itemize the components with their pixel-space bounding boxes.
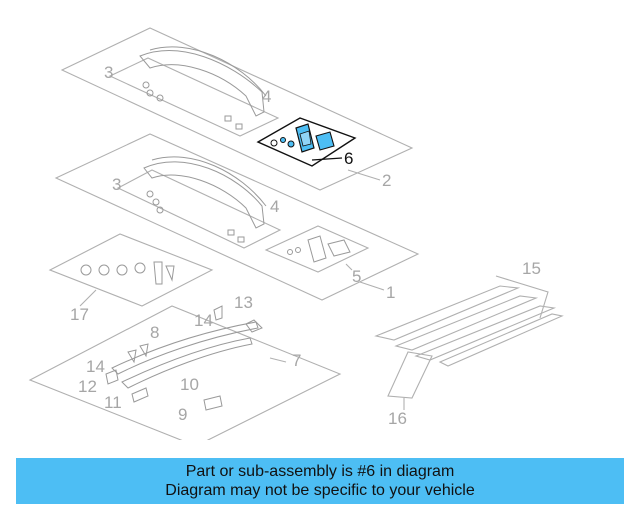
assembly-2-panel [60,27,414,191]
callout-3-middle: 3 [112,175,121,194]
banner-line-disclaimer: Diagram may not be specific to your vehi… [165,482,475,499]
callout-10: 10 [180,375,199,394]
callout-17: 17 [70,305,89,324]
callout-11: 11 [104,393,122,412]
assembly-7-panel [28,305,342,440]
callout-12: 12 [78,377,97,396]
molding-strips-assembly [374,275,564,410]
assembly-17-panel [48,233,214,307]
callout-6: 6 [344,149,353,168]
banner-line-part-number: Part or sub-assembly is #6 in diagram [185,463,455,480]
callout-7: 7 [292,351,301,370]
callout-14-lower: 14 [86,357,105,376]
callout-8: 8 [150,323,159,342]
callout-3-top: 3 [104,63,113,82]
callout-5: 5 [352,267,361,286]
callout-1: 1 [386,283,395,302]
callout-16: 16 [388,409,407,428]
info-banner: Part or sub-assembly is #6 in diagram Di… [16,458,624,504]
callout-9: 9 [178,405,187,424]
sub-assembly-6-highlighted [256,117,357,167]
callout-15: 15 [522,259,541,278]
callout-2: 2 [382,171,391,190]
exploded-parts-diagram: 3 4 6 2 3 4 5 1 17 13 14 8 14 7 12 10 11… [28,27,564,440]
assembly-1-panel [54,133,420,301]
callout-14-upper: 14 [194,311,213,330]
callout-4-top: 4 [262,87,271,106]
callout-4-middle: 4 [270,197,279,216]
callout-13: 13 [234,293,253,312]
callout-labels: 3 4 6 2 3 4 5 1 17 13 14 8 14 7 12 10 11… [70,63,541,428]
